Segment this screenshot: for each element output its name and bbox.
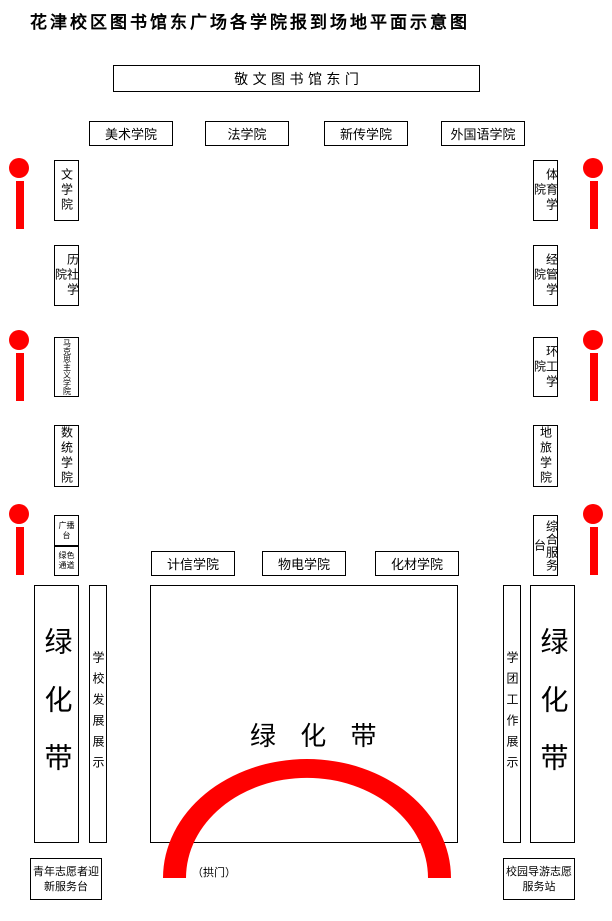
booth-label: 新传学院 (339, 128, 392, 143)
lantern-icon (9, 158, 29, 229)
green-belt-label: 绿化带 (40, 627, 74, 801)
green-belt-label: 绿化带 (536, 627, 570, 801)
booth-environment-engineering: 环工学院 (532, 337, 559, 397)
lantern-icon (583, 504, 603, 575)
booth-label: 经管学院 (532, 253, 559, 298)
desk-label: 校园导游志愿服务站 (506, 865, 572, 893)
booth-general-service: 综合服务台 (532, 515, 559, 576)
desk-label: 青年志愿者迎新服务台 (33, 865, 99, 893)
booth-label: 综合服务台 (532, 519, 559, 572)
booth-label: 美术学院 (104, 128, 157, 143)
booth-broadcast-station: 广播台 (54, 515, 79, 546)
library-east-gate: 敬 文 图 书 馆 东 门 (113, 65, 480, 92)
booth-label: 文学院 (59, 168, 74, 213)
green-belt-left: 绿化带 (34, 585, 79, 843)
booth-label: 绿色通道 (58, 551, 75, 570)
library-east-gate-label: 敬 文 图 书 馆 东 门 (234, 71, 359, 88)
center-green-label: 绿 化 带 (250, 722, 385, 752)
booth-label: 物电学院 (277, 558, 330, 573)
booth-economics-management: 经管学院 (532, 245, 559, 306)
student-work-exhibit: 学团工作展示 (503, 585, 521, 843)
school-development-exhibit: 学校发展展示 (89, 585, 107, 843)
booth-green-channel: 绿色通道 (54, 546, 79, 576)
booth-label: 体育学院 (532, 168, 559, 213)
lantern-icon (9, 504, 29, 575)
booth-history-sociology: 历社学院 (53, 245, 80, 306)
booth-literature: 文学院 (54, 160, 79, 221)
lantern-icon (9, 330, 29, 401)
booth-marxism: 马克思主义学院 (54, 337, 79, 397)
booth-law: 法学院 (205, 121, 289, 146)
booth-geography-tourism: 地旅学院 (533, 425, 558, 487)
booth-physical-education: 体育学院 (532, 160, 559, 221)
booth-label: 法学院 (227, 128, 267, 143)
booth-label: 广播台 (58, 520, 75, 540)
booth-math-statistics: 数统学院 (54, 425, 79, 487)
booth-physics-electronics: 物电学院 (262, 551, 346, 576)
booth-foreign-languages: 外国语学院 (441, 121, 525, 146)
arch-gate-label: （拱门） (192, 866, 236, 879)
booth-chemistry-materials: 化材学院 (375, 551, 459, 576)
page-title: 花津校区图书馆东广场各学院报到场地平面示意图 (30, 13, 470, 33)
exhibit-label: 学校发展展示 (91, 651, 105, 777)
exhibit-label: 学团工作展示 (505, 651, 519, 777)
lantern-icon (583, 330, 603, 401)
booth-label: 外国语学院 (450, 128, 516, 143)
arch-shape (163, 759, 451, 878)
booth-label: 马克思主义学院 (62, 339, 72, 395)
booth-journalism: 新传学院 (324, 121, 408, 146)
campus-guide-station: 校园导游志愿服务站 (503, 858, 575, 900)
booth-label: 环工学院 (532, 344, 559, 390)
booth-label: 化材学院 (390, 558, 443, 573)
booth-label: 历社学院 (53, 253, 80, 298)
green-belt-right: 绿化带 (530, 585, 575, 843)
booth-computer-information: 计信学院 (151, 551, 235, 576)
booth-label: 数统学院 (59, 426, 74, 486)
booth-label: 地旅学院 (538, 426, 553, 486)
volunteer-welcome-desk: 青年志愿者迎新服务台 (30, 858, 102, 900)
lantern-icon (583, 158, 603, 229)
booth-label: 计信学院 (166, 558, 219, 573)
booth-fine-arts: 美术学院 (89, 121, 173, 146)
